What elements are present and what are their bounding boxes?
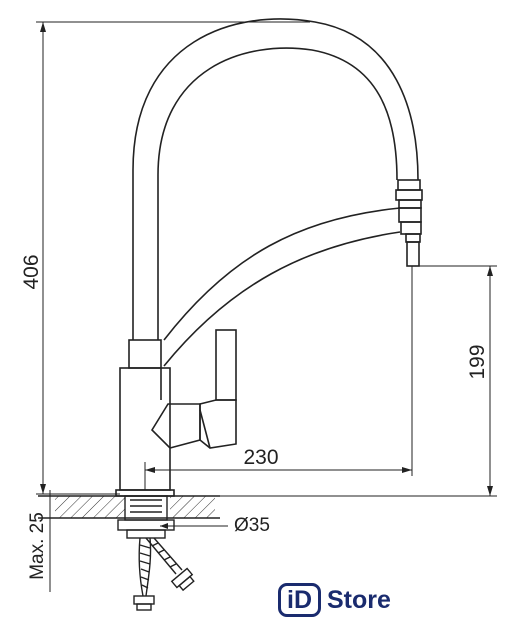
brand-logo-box: iD	[278, 583, 321, 617]
handle	[150, 329, 237, 449]
spout-arc-outer	[132, 18, 419, 340]
mounting-shank	[117, 495, 175, 539]
dim-max25-label: Max. 25	[27, 512, 48, 580]
dim-406-label: 406	[20, 254, 43, 289]
dim-199-label: 199	[466, 344, 489, 379]
base-nut	[115, 489, 175, 497]
spout-arc-inner	[157, 47, 398, 340]
spout-arm-lower	[163, 231, 401, 367]
brand-logo-box-text: iD	[287, 585, 312, 614]
collar	[128, 339, 162, 369]
spout-connector	[395, 179, 423, 267]
spout-arm-upper	[163, 207, 401, 341]
dim-230-label: 230	[243, 446, 278, 469]
dim-35-label: Ø35	[234, 515, 270, 536]
supply-hoses	[133, 537, 195, 611]
countertop	[38, 495, 220, 519]
brand-logo-word: Store	[327, 585, 391, 614]
brand-logo: iD Store	[278, 582, 391, 618]
